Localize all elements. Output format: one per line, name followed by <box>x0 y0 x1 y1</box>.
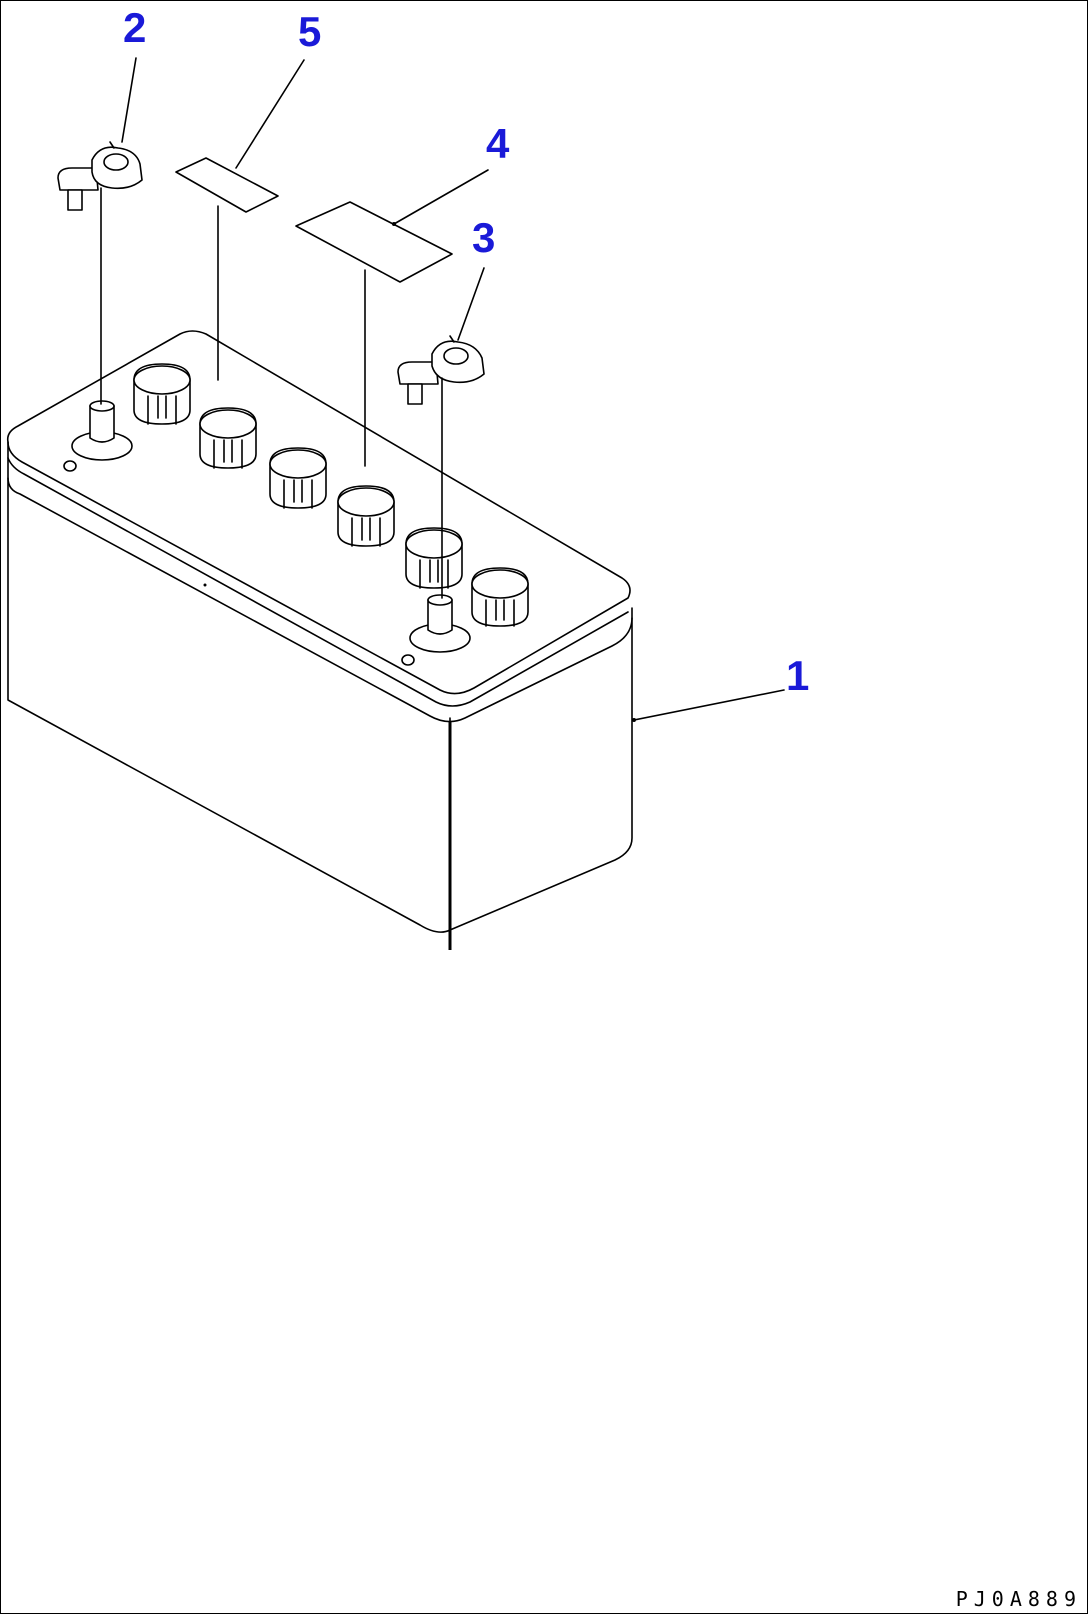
assembly-lines <box>100 187 443 599</box>
figure-code: PJ0A889 <box>956 1587 1082 1611</box>
vent-cap <box>133 363 191 425</box>
vent-cap <box>471 567 529 627</box>
vent-cap <box>269 447 327 509</box>
vent-cap <box>199 407 257 469</box>
callout-2: 2 <box>123 4 146 51</box>
vent-cap <box>405 527 463 589</box>
decal-4 <box>295 201 453 283</box>
vent-caps <box>133 363 529 627</box>
leader-lines <box>121 57 785 722</box>
callout-5: 5 <box>298 8 321 55</box>
callout-3: 3 <box>472 214 495 261</box>
positive-post <box>401 594 471 666</box>
battery-body <box>6 330 633 950</box>
decal-5 <box>175 157 279 213</box>
terminal-clamp-3 <box>397 335 485 405</box>
terminal-clamp-2 <box>57 141 143 211</box>
vent-cap <box>337 485 395 547</box>
callout-4: 4 <box>486 120 510 167</box>
negative-post <box>63 400 133 472</box>
callout-1: 1 <box>786 652 809 699</box>
